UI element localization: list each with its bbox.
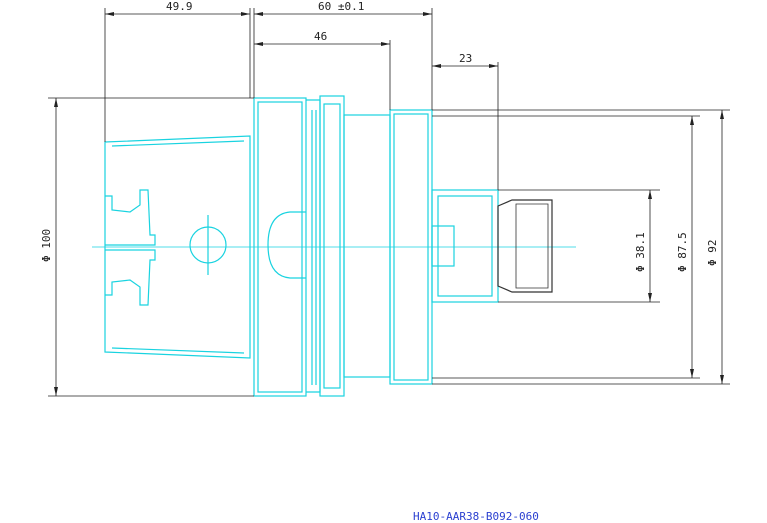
nose [431,189,499,303]
dim-dia-bore: Φ 38.1 [634,232,647,272]
taper-slot-lower [105,249,156,306]
nose-inner [437,195,493,297]
dim-body-length: 46 [314,30,327,43]
collet-insert-inner [515,203,549,289]
collet-insert [497,199,553,293]
tool-holder-geometry [92,95,576,397]
dim-overall-length: 60 ±0.1 [318,0,364,13]
collar-inner [323,103,341,389]
dim-dia-collar: Φ 87.5 [676,232,689,272]
dim-flange-length: 49.9 [166,0,193,13]
flange [253,97,307,397]
dim-bore-depth: 23 [459,52,472,65]
dimension-lines [48,8,730,397]
taper-shank [104,135,251,359]
neck [343,114,391,378]
nose-pin [431,225,455,267]
taper-inner-line [111,140,245,354]
part-number-label: HA10-AAR38-B092-060 [413,510,539,523]
dim-dia-shank: Φ 100 [40,229,53,262]
flange-groove [306,99,321,393]
flange-inner [257,101,303,393]
drive-key [267,211,306,279]
taper-slot-upper [105,189,156,246]
dim-dia-body: Φ 92 [706,240,719,267]
body-inner [393,113,429,381]
